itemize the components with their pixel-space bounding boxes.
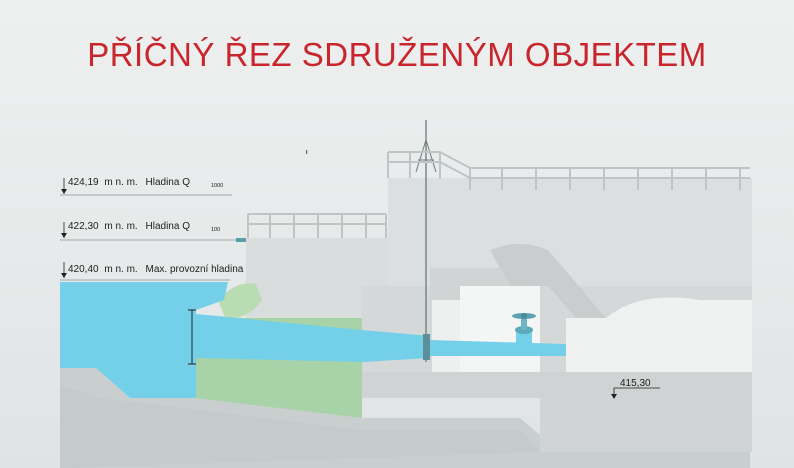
railing-lower: [247, 213, 387, 238]
dam-body: [246, 178, 752, 452]
level-elevation: 424,19: [68, 177, 99, 188]
level-q1000: 424,19 m n. m. Hladina Q 1000: [61, 177, 223, 194]
crest-marker: [236, 238, 246, 242]
level-unit: m n. m.: [104, 264, 137, 275]
level-label: Hladina Q: [146, 221, 191, 232]
level-label: Max. provozní hladina: [146, 264, 244, 275]
level-elevation: 422,30: [68, 221, 99, 232]
svg-text:420,40 m n. m. Max: 420,40 m n. m. Max. provozní hladina: [68, 264, 244, 275]
speck: [306, 150, 308, 154]
level-subscript: 1000: [211, 183, 223, 189]
page-title: PŘÍČNÝ ŘEZ SDRUŽENÝM OBJEKTEM: [87, 36, 707, 73]
level-unit: m n. m.: [104, 221, 137, 232]
level-markers: [60, 194, 236, 281]
svg-text:422,30 m n. m. Hla: 422,30 m n. m. Hladina Q: [68, 221, 190, 232]
valve-wheel-icon: [512, 313, 536, 330]
spot-level-value: 415,30: [620, 378, 651, 389]
level-label: Hladina Q: [146, 177, 191, 188]
level-q100: 422,30 m n. m. Hladina Q 100: [61, 221, 220, 238]
level-unit: m n. m.: [104, 177, 137, 188]
railing-upper: [387, 151, 750, 190]
level-elevation: 420,40: [68, 264, 99, 275]
reservoir-water: [60, 282, 430, 398]
level-subscript: 100: [211, 227, 220, 233]
foundation: [60, 368, 750, 468]
spot-level-marker: 415,30: [611, 378, 660, 399]
water-level-gauge: [188, 309, 196, 365]
level-max-operating: 420,40 m n. m. Max. provozní hladina: [61, 262, 244, 278]
svg-text:424,19 m n. m. Hla: 424,19 m n. m. Hladina Q: [68, 177, 190, 188]
